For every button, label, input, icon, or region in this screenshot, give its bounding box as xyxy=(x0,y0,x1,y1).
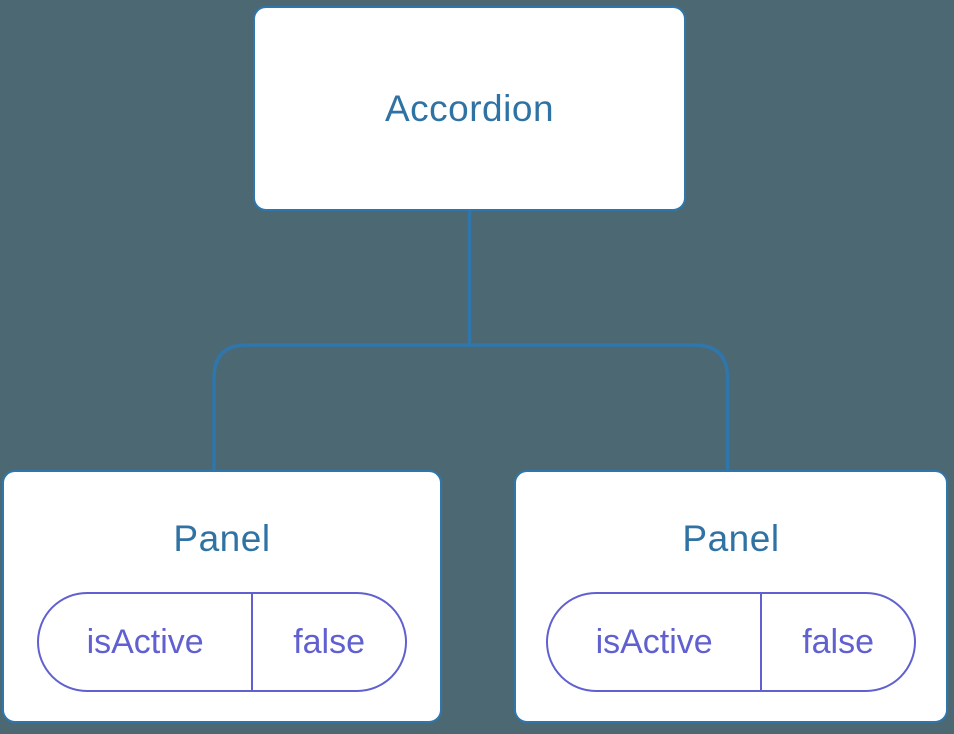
tree-node-accordion: Accordion xyxy=(253,6,686,211)
state-value: false xyxy=(760,594,914,690)
node-label: Panel xyxy=(173,518,271,559)
node-label: Panel xyxy=(682,518,780,559)
state-key: isActive xyxy=(595,622,713,661)
tree-node-panel-right: Panel isActive false xyxy=(514,470,948,723)
state-pill: isActive false xyxy=(546,592,916,692)
connector-bracket xyxy=(212,343,730,471)
state-value: false xyxy=(251,594,405,690)
node-label: Accordion xyxy=(384,87,555,129)
state-key: isActive xyxy=(86,622,204,661)
state-pill: isActive false xyxy=(37,592,407,692)
tree-node-panel-left: Panel isActive false xyxy=(2,470,442,723)
